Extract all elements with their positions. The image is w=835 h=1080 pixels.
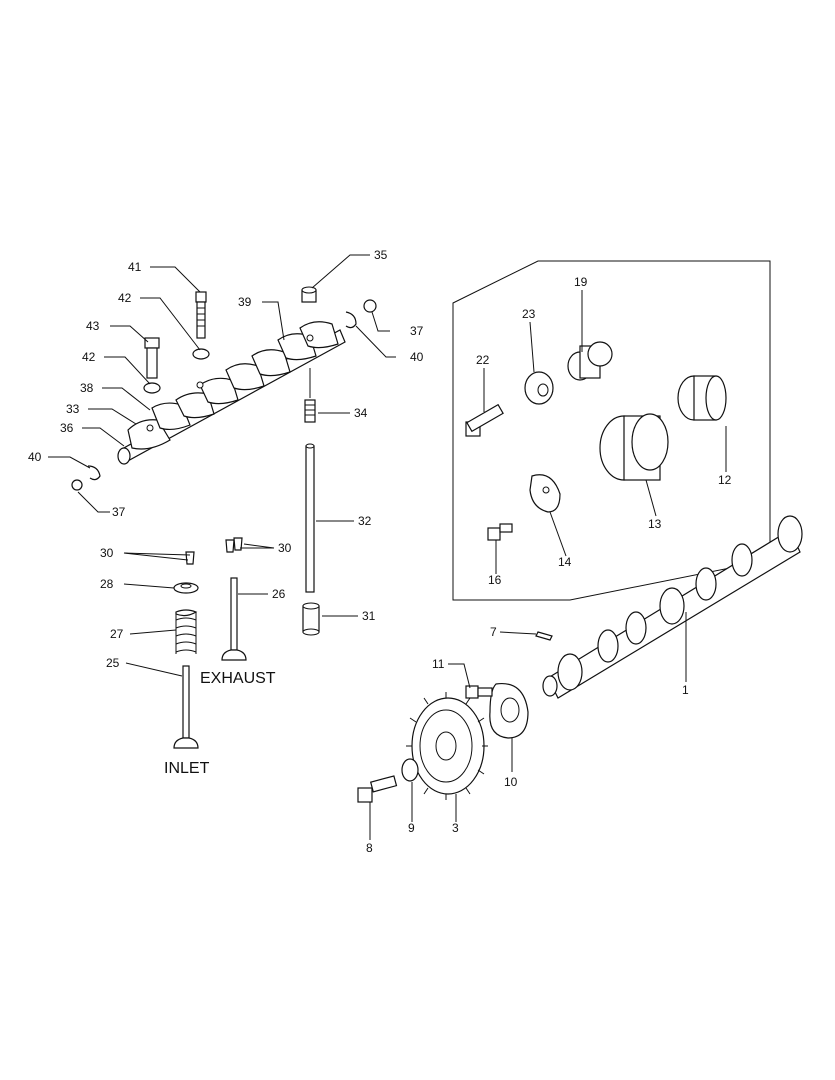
label-42: 42 bbox=[82, 350, 96, 364]
label-33: 33 bbox=[66, 402, 80, 416]
label-25: 25 bbox=[106, 656, 120, 670]
spring-retainer bbox=[173, 582, 199, 594]
label-10: 10 bbox=[504, 775, 518, 789]
exhaust-valve bbox=[221, 577, 247, 661]
nut bbox=[301, 286, 317, 303]
washer bbox=[143, 382, 161, 394]
rocker-bolt bbox=[144, 337, 160, 379]
washer bbox=[192, 348, 210, 360]
label-43: 43 bbox=[86, 319, 100, 333]
idler-bolt bbox=[465, 403, 504, 437]
label-27: 27 bbox=[110, 627, 124, 641]
gear-bolt bbox=[357, 775, 398, 803]
label-40: 40 bbox=[410, 350, 424, 364]
label-8: 8 bbox=[366, 841, 373, 855]
label-19: 19 bbox=[574, 275, 588, 289]
label-22: 22 bbox=[476, 353, 490, 367]
cam-timing-gear bbox=[406, 692, 488, 800]
leader-lines bbox=[48, 254, 727, 840]
push-rod bbox=[305, 443, 315, 593]
plate-screw bbox=[487, 523, 513, 541]
circlip bbox=[345, 311, 357, 329]
camshaft bbox=[542, 515, 803, 699]
tappet bbox=[302, 602, 320, 636]
label-36: 36 bbox=[60, 421, 74, 435]
shaft-plug bbox=[363, 299, 377, 313]
label-39: 39 bbox=[238, 295, 252, 309]
label-38: 38 bbox=[80, 381, 94, 395]
label-3: 3 bbox=[452, 821, 459, 835]
label-40: 40 bbox=[28, 450, 42, 464]
label-41: 41 bbox=[128, 260, 142, 274]
woodruff-key bbox=[535, 631, 553, 641]
adjusting-screw bbox=[304, 368, 316, 423]
rocker-shaft-assembly bbox=[117, 321, 346, 465]
label-13: 13 bbox=[648, 517, 662, 531]
label-31: 31 bbox=[362, 609, 376, 623]
idler-shaft bbox=[677, 375, 727, 421]
label-37: 37 bbox=[410, 324, 424, 338]
label-14: 14 bbox=[558, 555, 572, 569]
thrust-plate bbox=[489, 682, 529, 739]
gear-washer bbox=[401, 758, 419, 782]
label-9: 9 bbox=[408, 821, 415, 835]
label-30: 30 bbox=[278, 541, 292, 555]
label-34: 34 bbox=[354, 406, 368, 420]
label-35: 35 bbox=[374, 248, 388, 262]
valve-collets bbox=[185, 537, 243, 565]
circlip bbox=[87, 465, 101, 481]
thrust-plate-bolt bbox=[465, 685, 493, 699]
rocker-arm bbox=[127, 321, 339, 450]
label-12: 12 bbox=[718, 473, 732, 487]
rocker-stud-bolt bbox=[195, 291, 207, 339]
label-1: 1 bbox=[682, 683, 689, 697]
label-42: 42 bbox=[118, 291, 132, 305]
label-30: 30 bbox=[100, 546, 114, 560]
label-28: 28 bbox=[100, 577, 114, 591]
shaft-plug bbox=[71, 479, 83, 491]
label-23: 23 bbox=[522, 307, 536, 321]
inlet-caption: INLET bbox=[164, 760, 210, 777]
idler-washer bbox=[524, 371, 554, 405]
lock-plate bbox=[529, 474, 561, 513]
inlet-valve bbox=[173, 665, 199, 749]
label-26: 26 bbox=[272, 587, 286, 601]
label-32: 32 bbox=[358, 514, 372, 528]
idler-gear bbox=[599, 413, 669, 481]
idler-bush bbox=[567, 341, 613, 381]
exhaust-caption: EXHAUST bbox=[200, 670, 276, 687]
label-7: 7 bbox=[490, 625, 497, 639]
label-16: 16 bbox=[488, 573, 502, 587]
part-number-labels: 41 42 43 42 38 33 36 40 37 39 35 37 40 3… bbox=[28, 248, 732, 855]
label-11: 11 bbox=[432, 657, 445, 671]
valve-spring bbox=[175, 609, 198, 654]
label-37: 37 bbox=[112, 505, 126, 519]
